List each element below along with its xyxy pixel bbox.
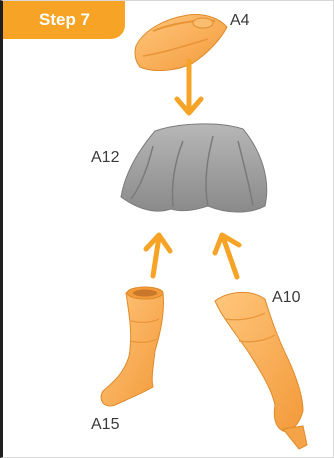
up-arrow-icon [215,235,239,277]
right-leg-part-a10 [215,292,307,449]
part-label-a15: A15 [91,416,119,434]
hat-part-a4 [135,15,227,71]
part-label-a12: A12 [91,149,119,167]
part-label-a4: A4 [230,12,250,30]
down-arrow-icon [177,61,201,113]
skirt-part-a12 [121,124,267,212]
left-leg-part-a15 [101,287,163,406]
part-label-a10: A10 [272,289,300,307]
assembly-illustration [3,1,334,458]
up-arrow-icon [146,235,170,276]
